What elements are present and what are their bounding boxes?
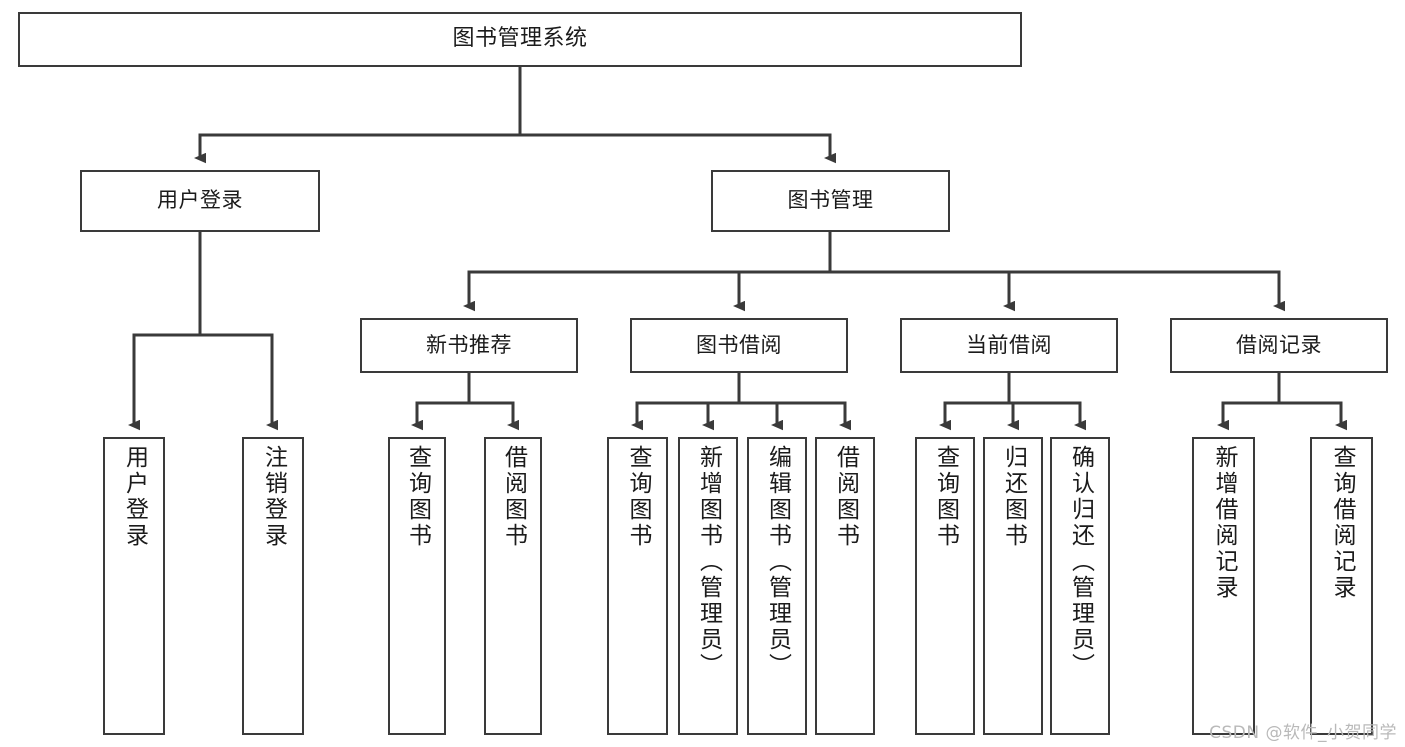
node-borrow-record-label: 借阅记录	[1236, 332, 1322, 357]
node-book-borrow-label: 图书借阅	[696, 332, 782, 357]
node-leaf-logout[interactable]: 注销登录	[242, 437, 304, 735]
node-leaf-return-book-label: 归还图书	[1000, 445, 1027, 549]
node-leaf-add-record-label: 新增借阅记录	[1211, 445, 1237, 601]
node-user-login-label: 用户登录	[157, 188, 243, 213]
node-book-manage[interactable]: 图书管理	[711, 170, 950, 232]
node-leaf-add-book[interactable]: 新增图书（管理员）	[678, 437, 738, 735]
node-leaf-edit-book[interactable]: 编辑图书（管理员）	[747, 437, 807, 735]
node-leaf-query-book-2[interactable]: 查询图书	[607, 437, 668, 735]
node-new-book-rec[interactable]: 新书推荐	[360, 318, 578, 373]
node-book-manage-label: 图书管理	[787, 188, 874, 213]
node-leaf-add-record[interactable]: 新增借阅记录	[1192, 437, 1255, 735]
node-leaf-borrow-book-1-label: 借阅图书	[500, 445, 527, 549]
node-leaf-confirm-return-label: 确认归还（管理员）	[1067, 445, 1094, 679]
node-leaf-add-book-label: 新增图书（管理员）	[695, 445, 722, 679]
node-leaf-user-login-label: 用户登录	[121, 445, 148, 549]
node-leaf-query-book-2-label: 查询图书	[625, 445, 651, 549]
node-root[interactable]: 图书管理系统	[18, 12, 1022, 67]
node-leaf-query-book-3-label: 查询图书	[932, 445, 959, 549]
node-leaf-borrow-book-1[interactable]: 借阅图书	[484, 437, 542, 735]
node-leaf-borrow-book-2-label: 借阅图书	[832, 445, 859, 549]
csdn-watermark: CSDN @软件_小贺同学	[1209, 723, 1397, 743]
node-leaf-user-login[interactable]: 用户登录	[103, 437, 165, 735]
node-leaf-confirm-return[interactable]: 确认归还（管理员）	[1050, 437, 1110, 735]
node-root-label: 图书管理系统	[452, 26, 588, 52]
node-current-borrow[interactable]: 当前借阅	[900, 318, 1118, 373]
node-leaf-edit-book-label: 编辑图书（管理员）	[764, 445, 791, 679]
node-leaf-query-record-label: 查询借阅记录	[1329, 445, 1355, 601]
node-leaf-query-record[interactable]: 查询借阅记录	[1310, 437, 1373, 735]
node-user-login[interactable]: 用户登录	[80, 170, 320, 232]
node-leaf-return-book[interactable]: 归还图书	[983, 437, 1043, 735]
node-leaf-query-book-1[interactable]: 查询图书	[388, 437, 446, 735]
node-leaf-logout-label: 注销登录	[260, 445, 287, 549]
node-leaf-query-book-1-label: 查询图书	[404, 445, 431, 549]
node-borrow-record[interactable]: 借阅记录	[1170, 318, 1388, 373]
node-leaf-borrow-book-2[interactable]: 借阅图书	[815, 437, 875, 735]
node-current-borrow-label: 当前借阅	[966, 332, 1052, 357]
node-leaf-query-book-3[interactable]: 查询图书	[915, 437, 975, 735]
node-book-borrow[interactable]: 图书借阅	[630, 318, 848, 373]
node-new-book-rec-label: 新书推荐	[426, 332, 512, 357]
